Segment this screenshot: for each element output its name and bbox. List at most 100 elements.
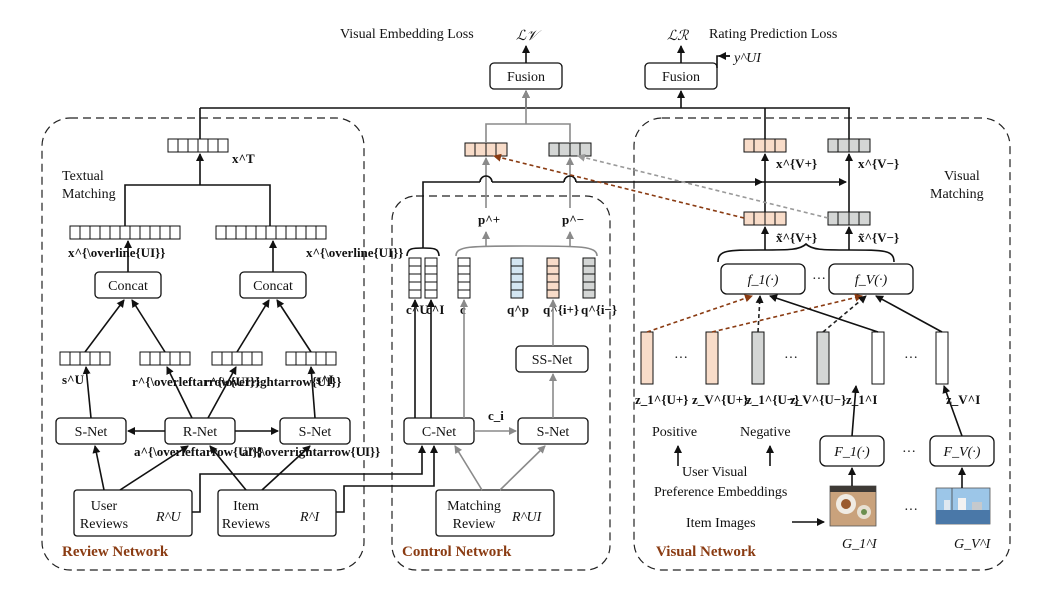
xV-minus-label: x^{V−} xyxy=(858,156,899,171)
concat-label: Concat xyxy=(253,279,293,294)
ellipsis: ··· xyxy=(812,272,826,287)
ssnet-label: SS-Net xyxy=(532,353,573,368)
q-brace xyxy=(455,245,598,257)
qp-vector xyxy=(510,257,524,299)
matching-review-symbol: R^UI xyxy=(511,510,543,525)
user-reviews-line2: Reviews xyxy=(80,517,128,532)
snet-user-box: S-Net xyxy=(55,417,127,445)
review-network-title: Review Network xyxy=(62,544,169,560)
user-reviews-symbol: R^U xyxy=(155,510,181,525)
snet-label: S-Net xyxy=(537,425,570,440)
visual-network-panel xyxy=(633,117,1011,571)
concat-box-right: Concat xyxy=(239,271,307,299)
xt-V-minus-vector xyxy=(827,211,871,226)
fV-label: f_V(·) xyxy=(855,273,888,288)
fusion-label: Fusion xyxy=(507,70,545,85)
r-ui-left-label: r^{\overleftarrow{UI}} xyxy=(132,374,260,389)
c-label: c xyxy=(460,302,466,317)
ellipsis: ··· xyxy=(904,503,918,518)
x-ui-right-vector xyxy=(215,225,327,240)
a-ui-left-label: a^{\overleftarrow{UI}} xyxy=(134,444,263,459)
qi-plus-label: q^{i+} xyxy=(543,302,579,317)
item-reviews-line2: Reviews xyxy=(222,517,270,532)
x-ui-right-label: x^{\overline{UI}} xyxy=(306,245,403,260)
rating-prediction-loss-label: Rating Prediction Loss xyxy=(709,27,837,42)
r-ui-right-label: r^{\overrightarrow{UI}} xyxy=(204,374,342,389)
p-minus-vector xyxy=(548,142,592,157)
sU-label: s^U xyxy=(62,372,85,387)
sI-vector xyxy=(285,351,337,366)
snet-item-box: S-Net xyxy=(279,417,351,445)
F1-label: F_1(·) xyxy=(833,445,870,460)
pref-line1: User Visual xyxy=(682,465,748,480)
FV-label: F_V(·) xyxy=(943,445,981,460)
cnet-box: C-Net xyxy=(403,417,475,445)
ellipsis: ··· xyxy=(784,351,798,366)
xt-V-plus-label: x̃^{V+} xyxy=(776,230,817,245)
a-ui-right-label: a^{\overrightarrow{UI}} xyxy=(242,444,380,459)
matching-review-box: Matching Review R^UI xyxy=(435,489,555,537)
qi-minus-label: q^{i−} xyxy=(581,302,617,317)
xT-vector xyxy=(167,138,229,153)
z1-Uplus-vector xyxy=(640,331,654,385)
zV-I-vector xyxy=(935,331,949,385)
cI-label: c^I xyxy=(426,302,444,317)
snet-label: S-Net xyxy=(75,425,108,440)
z1-Uminus-label: z_1^{U−} xyxy=(746,392,799,407)
ellipsis: ··· xyxy=(902,445,916,460)
concat-box-left: Concat xyxy=(94,271,162,299)
f1-label: f_1(·) xyxy=(748,273,779,288)
xT-label: x^T xyxy=(232,151,255,166)
snet-label: S-Net xyxy=(299,425,332,440)
cI-vector xyxy=(424,257,438,299)
sI-label: s^I xyxy=(316,372,334,387)
fusion-box-rating: Fusion xyxy=(644,62,718,90)
pref-line2: Preference Embeddings xyxy=(654,485,787,500)
GV-label: G_V^I xyxy=(954,537,992,552)
visual-loss-symbol: ℒ𝒱 xyxy=(516,29,542,44)
matching-review-line2: Review xyxy=(453,517,497,532)
item-image-1 xyxy=(829,485,877,527)
rating-loss-symbol: ℒℛ xyxy=(667,29,689,44)
matching-review-line1: Matching xyxy=(447,499,501,514)
user-reviews-box: User Reviews R^U xyxy=(73,489,193,537)
textual-matching-line2: Matching xyxy=(62,187,116,202)
textual-matching-line1: Textual xyxy=(62,169,104,184)
p-plus-label: p^+ xyxy=(478,212,500,227)
control-network-title: Control Network xyxy=(402,544,512,560)
r-ui-left-vector xyxy=(139,351,191,366)
zV-I-label: z_V^I xyxy=(946,392,980,407)
rnet-label: R-Net xyxy=(183,425,217,440)
visual-embedding-loss-label: Visual Embedding Loss xyxy=(340,27,474,42)
p-plus-vector xyxy=(464,142,508,157)
r-ui-right-vector xyxy=(211,351,263,366)
negative-label: Negative xyxy=(740,425,791,440)
zV-Uminus-label: z_V^{U−} xyxy=(790,392,846,407)
fusion-box-visual: Fusion xyxy=(489,62,563,90)
x-ui-left-vector xyxy=(69,225,181,240)
p-minus-label: p^− xyxy=(562,212,584,227)
ellipsis: ··· xyxy=(674,351,688,366)
z1-Uminus-vector xyxy=(751,331,765,385)
item-image-V xyxy=(935,487,991,525)
xV-minus-vector xyxy=(827,138,871,153)
control-network-panel xyxy=(391,195,611,571)
zV-Uplus-vector xyxy=(705,331,719,385)
item-reviews-symbol: R^I xyxy=(299,510,320,525)
fV-box: f_V(·) xyxy=(828,263,914,295)
c-vector xyxy=(457,257,471,299)
F1-box: F_1(·) xyxy=(819,435,885,467)
xt-V-plus-vector xyxy=(743,211,787,226)
xV-plus-label: x^{V+} xyxy=(776,156,817,171)
cnet-label: C-Net xyxy=(422,425,456,440)
item-reviews-line1: Item xyxy=(233,499,259,514)
review-network-panel xyxy=(41,117,365,571)
zV-Uplus-label: z_V^{U+} xyxy=(692,392,748,407)
ellipsis: ··· xyxy=(904,351,918,366)
qp-label: q^p xyxy=(507,302,529,317)
cU-vector xyxy=(408,257,422,299)
c-brace xyxy=(406,247,440,257)
visual-matching-line2: Matching xyxy=(930,187,984,202)
z1-I-vector xyxy=(871,331,885,385)
